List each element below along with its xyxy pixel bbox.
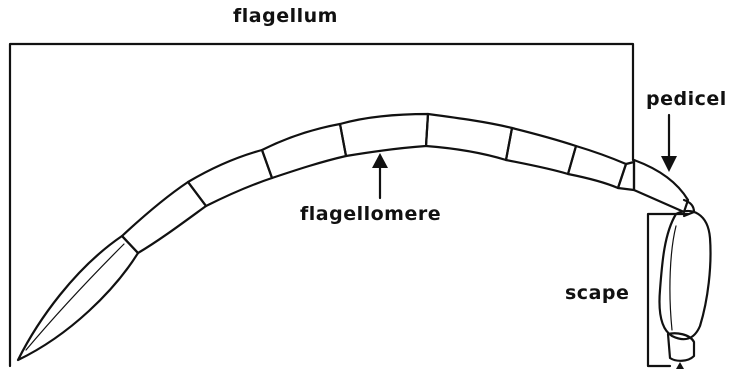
pedicel-arrow-head	[661, 156, 677, 172]
flagellomere-segment	[188, 150, 272, 206]
flagellum-label: flagellum	[233, 5, 338, 27]
flagellomere-basal-ring	[618, 162, 634, 190]
flagellomere-segment	[568, 146, 626, 188]
scape-base	[668, 333, 694, 361]
flagellomere-arrow-head	[372, 153, 388, 168]
flagellomere-segment	[262, 124, 346, 178]
flagellomere-segment	[506, 128, 576, 174]
flagellomere-segment	[426, 114, 512, 160]
scape-label: scape	[565, 282, 629, 304]
scape-segment	[660, 211, 711, 339]
antenna-tip-segment	[18, 236, 138, 360]
pedicel-label: pedicel	[646, 88, 727, 110]
flagellomere-label: flagellomere	[300, 203, 441, 225]
flagellomere-segment	[122, 182, 206, 253]
scape-arrow-tip	[676, 362, 684, 369]
flagellomere-segment	[340, 114, 428, 156]
pedicel-segment	[634, 160, 688, 212]
